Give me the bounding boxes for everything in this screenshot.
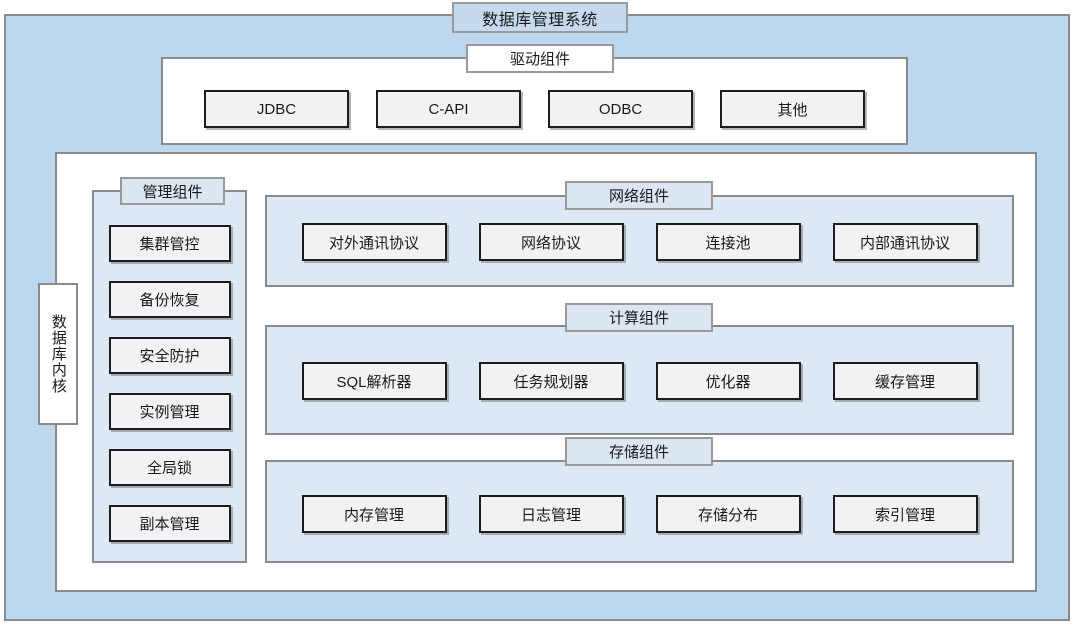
storage-component-title-tab: 存储组件: [565, 437, 713, 466]
driver-item-label: ODBC: [598, 100, 643, 118]
compute-item-cache-management[interactable]: 缓存管理: [832, 362, 978, 400]
management-item-replica-management[interactable]: 副本管理: [108, 505, 231, 542]
compute-item-optimizer[interactable]: 优化器: [655, 362, 801, 400]
network-item-network-protocol[interactable]: 网络协议: [478, 223, 624, 261]
storage-item-label: 日志管理: [520, 506, 581, 524]
storage-component-row: 内存管理 日志管理 存储分布 索引管理: [267, 495, 1012, 533]
driver-item-other[interactable]: 其他: [720, 90, 865, 128]
driver-item-jdbc[interactable]: JDBC: [204, 90, 349, 128]
driver-component-title-tab: 驱动组件: [466, 44, 614, 73]
storage-item-label: 内存管理: [343, 506, 404, 524]
management-item-backup-restore[interactable]: 备份恢复: [108, 281, 231, 318]
storage-component-panel: 内存管理 日志管理 存储分布 索引管理: [265, 460, 1014, 563]
system-title-label: 数据库管理系统: [482, 11, 598, 29]
management-component-panel: 集群管控 备份恢复 安全防护 实例管理 全局锁 副本管理: [92, 190, 247, 563]
network-component-row: 对外通讯协议 网络协议 连接池 内部通讯协议: [267, 223, 1012, 261]
compute-component-panel: SQL解析器 任务规划器 优化器 缓存管理: [265, 325, 1014, 435]
network-component-title-tab: 网络组件: [565, 181, 713, 210]
compute-component-title-label: 计算组件: [608, 310, 669, 327]
storage-item-label: 索引管理: [874, 506, 935, 524]
driver-item-label: C-API: [428, 100, 469, 118]
storage-item-index-management[interactable]: 索引管理: [832, 495, 978, 533]
compute-item-task-planner[interactable]: 任务规划器: [478, 362, 624, 400]
management-item-label: 全局锁: [146, 460, 192, 477]
management-item-global-lock[interactable]: 全局锁: [108, 449, 231, 486]
database-kernel-label: 数据库内核: [49, 314, 67, 394]
driver-item-odbc[interactable]: ODBC: [548, 90, 693, 128]
network-item-internal-protocol[interactable]: 内部通讯协议: [832, 223, 978, 261]
storage-item-memory-management[interactable]: 内存管理: [301, 495, 447, 533]
network-component-panel: 对外通讯协议 网络协议 连接池 内部通讯协议: [265, 195, 1014, 287]
management-item-instance-management[interactable]: 实例管理: [108, 393, 231, 430]
driver-item-label: JDBC: [256, 100, 297, 118]
management-item-label: 安全防护: [139, 348, 200, 365]
storage-item-log-management[interactable]: 日志管理: [478, 495, 624, 533]
management-item-label: 备份恢复: [139, 292, 200, 309]
network-item-label: 内部通讯协议: [859, 234, 950, 252]
storage-item-storage-distribution[interactable]: 存储分布: [655, 495, 801, 533]
driver-component-title-label: 驱动组件: [509, 51, 570, 68]
compute-item-label: 缓存管理: [874, 373, 935, 391]
management-component-title-label: 管理组件: [142, 183, 203, 201]
compute-item-label: SQL解析器: [336, 373, 412, 391]
management-component-title-tab: 管理组件: [120, 177, 225, 205]
network-item-label: 连接池: [705, 234, 751, 252]
storage-component-title-label: 存储组件: [608, 444, 669, 461]
driver-item-c-api[interactable]: C-API: [376, 90, 521, 128]
driver-component-row: JDBC C-API ODBC 其他: [163, 90, 906, 128]
network-item-connection-pool[interactable]: 连接池: [655, 223, 801, 261]
network-item-external-protocol[interactable]: 对外通讯协议: [301, 223, 447, 261]
system-title-tab: 数据库管理系统: [452, 2, 628, 33]
database-kernel-label-box: 数据库内核: [38, 283, 78, 425]
compute-component-title-tab: 计算组件: [565, 303, 713, 332]
storage-item-label: 存储分布: [697, 506, 758, 524]
network-item-label: 网络协议: [520, 234, 581, 252]
management-item-cluster-control[interactable]: 集群管控: [108, 225, 231, 262]
network-item-label: 对外通讯协议: [328, 234, 419, 252]
compute-item-label: 任务规划器: [513, 373, 589, 391]
management-item-security[interactable]: 安全防护: [108, 337, 231, 374]
compute-item-sql-parser[interactable]: SQL解析器: [301, 362, 447, 400]
driver-item-label: 其他: [777, 101, 808, 119]
management-item-label: 集群管控: [139, 236, 200, 253]
management-item-label: 实例管理: [139, 404, 200, 421]
management-item-label: 副本管理: [139, 516, 200, 533]
network-component-title-label: 网络组件: [608, 188, 669, 205]
compute-component-row: SQL解析器 任务规划器 优化器 缓存管理: [267, 362, 1012, 400]
compute-item-label: 优化器: [705, 373, 751, 391]
